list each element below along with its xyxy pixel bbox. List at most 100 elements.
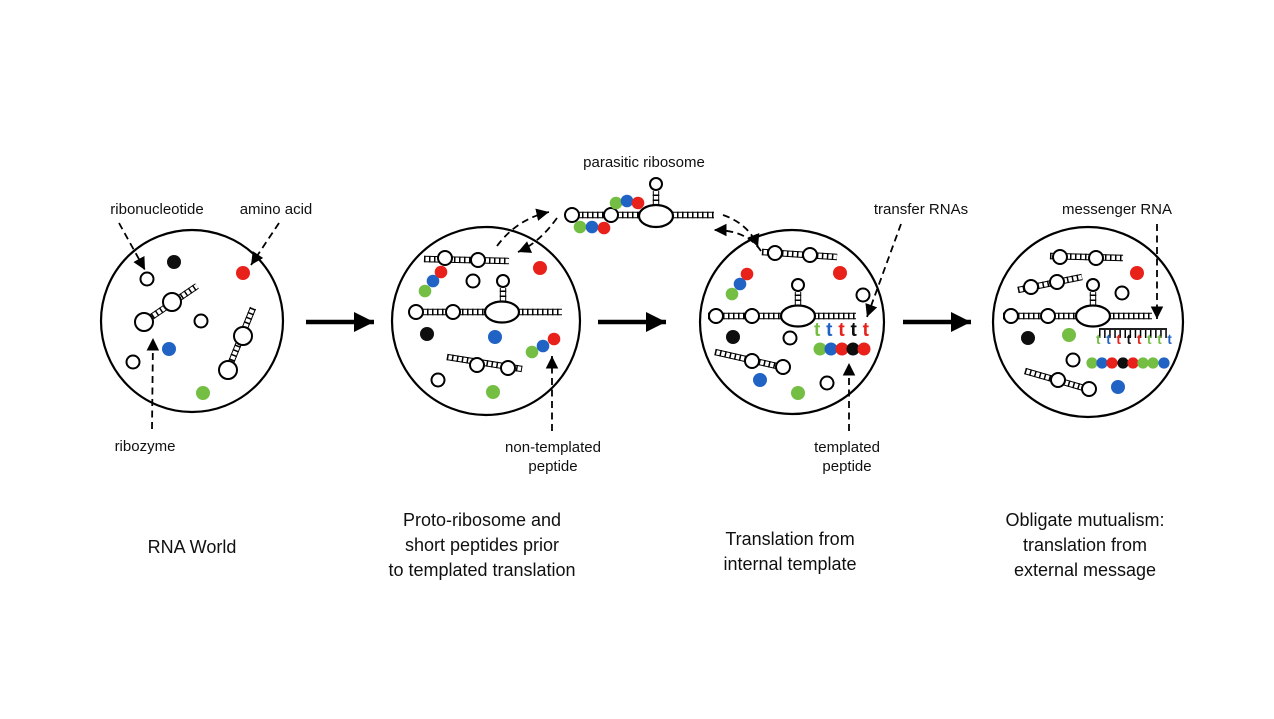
ribozyme-structure: [218, 306, 256, 380]
blue-amino-acid-dot: [620, 194, 634, 208]
red-amino-acid-dot: [1130, 266, 1144, 280]
green-trna-letter: t: [1157, 332, 1162, 347]
blue-amino-acid-dot: [162, 342, 176, 356]
blue-amino-acid-dot: [824, 342, 838, 356]
ribosome-body: [483, 300, 521, 324]
red-trna-letter: t: [1116, 332, 1121, 347]
arrow-ribozyme: [146, 337, 160, 430]
arrow-ribonucleotide: [118, 222, 146, 271]
label-amino-acid: amino acid: [239, 201, 313, 218]
green-amino-acid-dot: [609, 196, 623, 210]
protocell-obligate-mutualism: [991, 225, 1185, 419]
ribonucleotide-circle: [1065, 352, 1081, 368]
black-trna-letter: t: [1126, 332, 1132, 347]
free-amino-acids-cell2: [420, 261, 547, 399]
green-trna-letter: t: [1096, 332, 1101, 347]
green-amino-acid-dot: [1086, 357, 1098, 369]
red-trna-letter: t: [1136, 332, 1142, 347]
free-amino-acids-cell3: [726, 266, 847, 400]
arrow-parasite-to-cell3: [722, 214, 760, 248]
black-amino-acid-dot: [167, 255, 181, 269]
ribonucleotide-circle: [855, 287, 871, 303]
green-amino-acid-dot: [1062, 328, 1076, 342]
blue-trna-letter: t: [1167, 332, 1172, 347]
protocell-proto-ribosome: [390, 225, 582, 417]
stem-loop: [496, 274, 510, 288]
peptide-parasitic-bottom: [573, 220, 611, 235]
red-amino-acid-dot: [547, 332, 561, 346]
black-trna-letter: t: [850, 320, 857, 341]
ribonucleotide-circle: [782, 330, 798, 346]
stem-loop: [1086, 278, 1100, 292]
ribozyme-structure: [1024, 367, 1097, 397]
proto-ribosome: [408, 274, 562, 324]
stem-loop: [791, 278, 805, 292]
blue-trna-letter: t: [1106, 332, 1111, 347]
label-ribonucleotide: ribonucleotide: [110, 201, 204, 218]
red-amino-acid-dot: [434, 265, 448, 279]
blue-amino-acid-dot: [733, 277, 747, 291]
ribosome-body: [637, 203, 675, 229]
ribozyme-structure: [1017, 273, 1083, 295]
ribonucleotide-circle: [1114, 285, 1130, 301]
arrow-cell2-to-parasite: [496, 208, 550, 247]
green-amino-acid-dot: [196, 386, 210, 400]
ribosome: [1003, 278, 1152, 328]
green-amino-acid-dot: [813, 342, 827, 356]
green-amino-acid-dot: [725, 287, 739, 301]
red-amino-acid-dot: [1106, 357, 1118, 369]
black-amino-acid-dot: [1021, 331, 1035, 345]
stem-loop: [649, 177, 663, 191]
ribosome-body: [779, 304, 817, 328]
blue-amino-acid-dot: [585, 220, 599, 234]
messenger-rna-strand: [1099, 328, 1167, 338]
ribosome-body: [1074, 304, 1112, 328]
red-amino-acid-dot: [597, 221, 611, 235]
green-amino-acid-dot: [525, 345, 539, 359]
peptide-cell2-upper: [418, 265, 448, 298]
ribonucleotide-circle: [465, 273, 481, 289]
ribonucleotide-circle: [819, 375, 835, 391]
label-non-templated-peptide: non-templated peptide: [505, 439, 601, 475]
green-amino-acid-dot: [418, 284, 432, 298]
arrow-amino-acid: [250, 222, 280, 266]
ribozyme-structure: [423, 250, 510, 268]
black-amino-acid-dot: [726, 330, 740, 344]
black-amino-acid-dot: [846, 342, 860, 356]
ribozyme-structure: [714, 348, 791, 375]
red-amino-acid-dot: [236, 266, 250, 280]
cell-membrane: [390, 225, 582, 417]
label-parasitic-ribosome: parasitic ribosome: [583, 154, 705, 171]
ribozyme-structure: [446, 353, 523, 376]
templated-peptide-cell3: [813, 342, 871, 356]
red-amino-acid-dot: [533, 261, 547, 275]
green-amino-acid-dot: [486, 385, 500, 399]
red-amino-acid-dot: [631, 196, 645, 210]
blue-amino-acid-dot: [1096, 357, 1108, 369]
blue-amino-acid-dot: [536, 339, 550, 353]
caption-proto-ribosome: Proto-ribosome and short peptides prior …: [388, 510, 576, 580]
black-amino-acid-dot: [1117, 357, 1129, 369]
arrow-cell3-to-parasite: [713, 223, 762, 252]
arrow-transfer-rnas: [865, 223, 902, 318]
ribonucleotide-circle: [125, 354, 141, 370]
ribozyme-structure: [1049, 249, 1124, 266]
black-amino-acid-dot: [420, 327, 434, 341]
ribonucleotide-circle: [139, 271, 155, 287]
ribosome: [708, 278, 856, 328]
label-messenger-rna: messenger RNA: [1061, 201, 1173, 218]
peptide-cell3-upper: [725, 267, 754, 301]
peptide-parasitic-top: [609, 194, 645, 210]
label-transfer-rnas: transfer RNAs: [873, 201, 969, 218]
peptide-cell2-lower: [525, 332, 561, 359]
free-amino-acids-cell4: [1021, 266, 1144, 394]
green-amino-acid-dot: [1137, 357, 1149, 369]
blue-amino-acid-dot: [488, 330, 502, 344]
caption-rna-world: RNA World: [147, 537, 237, 557]
ribozyme-structure: [134, 283, 199, 332]
red-amino-acid-dot: [740, 267, 754, 281]
red-trna-letter: t: [838, 320, 845, 341]
blue-amino-acid-dot: [753, 373, 767, 387]
